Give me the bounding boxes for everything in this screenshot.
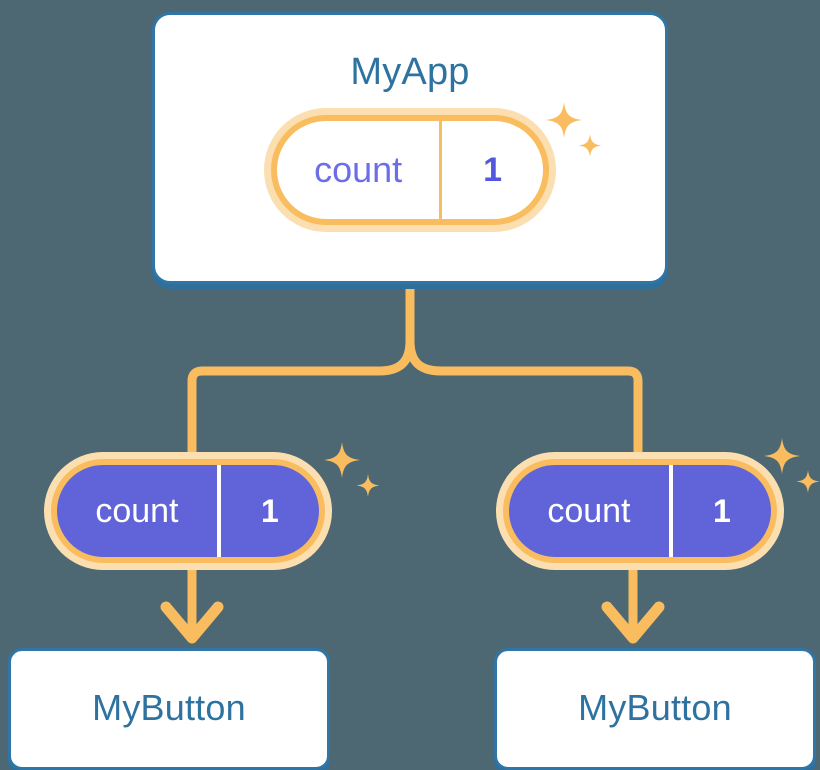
state-key-label: count [95, 491, 179, 530]
sparkle-icon [764, 438, 800, 474]
state-value-label: 1 [216, 465, 319, 557]
state-key-label: count [547, 491, 631, 530]
arrow-down-icon-left [160, 568, 224, 644]
sparkle-icon [324, 442, 360, 478]
state-value-label: 1 [668, 465, 771, 557]
branch-right [405, 336, 643, 459]
state-pill-mybutton-left[interactable]: count 1 [44, 452, 332, 570]
state-key-label: count [314, 149, 403, 190]
page-title: MyApp [350, 51, 470, 93]
state-pill-body: count 1 [503, 459, 777, 563]
component-label: MyButton [578, 687, 732, 728]
state-pill-mybutton-right[interactable]: count 1 [496, 452, 784, 570]
sparkle-small-icon [356, 474, 380, 497]
branch-left [187, 336, 415, 459]
component-card-mybutton-right[interactable]: MyButton [494, 648, 816, 770]
state-value-label: 1 [439, 121, 543, 219]
component-label: MyButton [92, 687, 246, 728]
state-pill-body: count 1 [271, 115, 549, 225]
component-card-mybutton-left[interactable]: MyButton [8, 648, 330, 770]
sparkle-small-icon [796, 470, 820, 493]
arrow-down-icon-right [601, 568, 665, 644]
state-pill-body: count 1 [51, 459, 325, 563]
state-pill-myapp[interactable]: count 1 [264, 108, 556, 232]
